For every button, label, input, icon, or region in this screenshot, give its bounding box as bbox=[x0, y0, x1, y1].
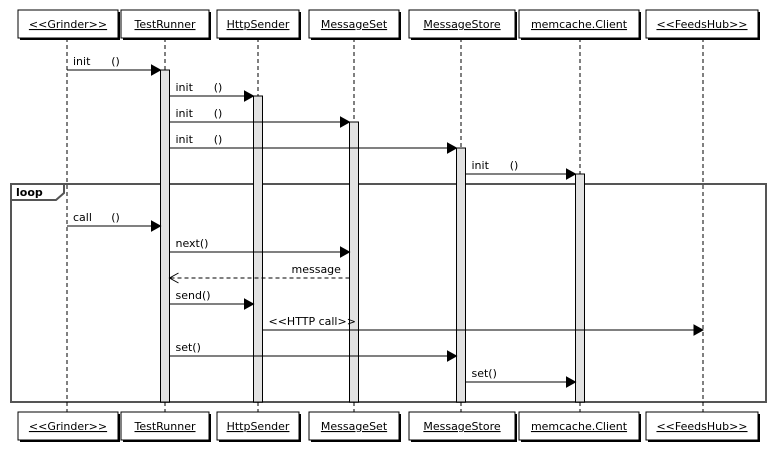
participant-label: MessageStore bbox=[423, 18, 501, 31]
arrow-head bbox=[151, 64, 162, 76]
activation-bars bbox=[160, 69, 585, 403]
message-label: send() bbox=[176, 289, 211, 302]
arrow-head bbox=[447, 350, 458, 362]
message-args: () bbox=[214, 81, 223, 94]
message-label: init bbox=[472, 159, 490, 172]
message-args: () bbox=[214, 133, 223, 146]
participant-bottom-messageset: MessageSet bbox=[308, 411, 401, 442]
message-call: call () bbox=[67, 211, 162, 232]
participant-top-feedshub: <<FeedsHub>> bbox=[645, 9, 760, 40]
participant-label: TestRunner bbox=[133, 420, 195, 433]
message-args: () bbox=[111, 55, 120, 68]
arrow-head bbox=[693, 324, 705, 336]
activation-testrunner bbox=[160, 69, 170, 403]
message-label: call bbox=[73, 211, 92, 224]
activation-messageset bbox=[349, 121, 359, 403]
message-label: set() bbox=[176, 341, 201, 354]
participant-top-memcache-client: memcache.Client bbox=[518, 9, 641, 40]
message-init: init () bbox=[169, 133, 458, 154]
loop-frame bbox=[10, 183, 767, 403]
message-label: init bbox=[176, 133, 194, 146]
participant-bottom-feedshub: <<FeedsHub>> bbox=[645, 411, 760, 442]
arrow-head bbox=[244, 90, 255, 102]
message-args: () bbox=[111, 211, 120, 224]
message-label: message bbox=[292, 263, 342, 276]
participant-bottom-grinder: <<Grinder>> bbox=[17, 411, 120, 442]
message-label: init bbox=[73, 55, 91, 68]
participant-bottom-memcache-client: memcache.Client bbox=[518, 411, 641, 442]
participant-top-grinder: <<Grinder>> bbox=[17, 9, 120, 40]
message-args: () bbox=[214, 107, 223, 120]
loop-fragment: loop bbox=[10, 183, 767, 403]
message-label: set() bbox=[472, 367, 497, 380]
message-label: next() bbox=[176, 237, 209, 250]
participant-label: memcache.Client bbox=[531, 420, 628, 433]
participant-label: MessageSet bbox=[321, 420, 388, 433]
message-label: <<HTTP call>> bbox=[269, 315, 356, 328]
arrow-open-head bbox=[168, 272, 179, 284]
message-message: message bbox=[168, 263, 350, 284]
loop-label: loop bbox=[16, 186, 43, 199]
participant-label: HttpSender bbox=[227, 18, 290, 31]
participant-label: memcache.Client bbox=[531, 18, 628, 31]
participant-top-messageset: MessageSet bbox=[308, 9, 401, 40]
message-init: init () bbox=[465, 159, 577, 180]
message-args: () bbox=[510, 159, 519, 172]
participant-bottom-testrunner: TestRunner bbox=[120, 411, 211, 442]
message-send: send() bbox=[169, 289, 255, 310]
activation-memcache-client bbox=[575, 173, 585, 403]
participant-label: <<Grinder>> bbox=[29, 420, 107, 433]
message-init: init () bbox=[67, 55, 162, 76]
participant-label: <<FeedsHub>> bbox=[656, 420, 747, 433]
participant-top-messagestore: MessageStore bbox=[408, 9, 517, 40]
arrow-head bbox=[566, 376, 577, 388]
arrow-head bbox=[244, 298, 255, 310]
participant-label: <<Grinder>> bbox=[29, 18, 107, 31]
arrow-head bbox=[340, 246, 351, 258]
messages: init () init () init () init () init () call () next… bbox=[67, 55, 705, 388]
participant-label: MessageStore bbox=[423, 420, 501, 433]
participant-bottom-messagestore: MessageStore bbox=[408, 411, 517, 442]
message-http-call: <<HTTP call>> bbox=[262, 315, 705, 336]
message-label: init bbox=[176, 81, 194, 94]
message-set: set() bbox=[169, 341, 458, 362]
message-label: init bbox=[176, 107, 194, 120]
message-init: init () bbox=[169, 107, 351, 128]
loop-tab bbox=[10, 183, 65, 201]
participant-label: <<FeedsHub>> bbox=[656, 18, 747, 31]
activation-httpsender bbox=[253, 95, 263, 403]
arrow-head bbox=[151, 220, 162, 232]
message-init: init () bbox=[169, 81, 255, 102]
message-set: set() bbox=[465, 367, 577, 388]
participant-label: HttpSender bbox=[227, 420, 290, 433]
arrow-head bbox=[340, 116, 351, 128]
participant-label: TestRunner bbox=[133, 18, 195, 31]
participant-top-testrunner: TestRunner bbox=[120, 9, 211, 40]
participant-bottom-httpsender: HttpSender bbox=[216, 411, 301, 442]
activation-messagestore bbox=[456, 147, 466, 403]
arrow-head bbox=[447, 142, 458, 154]
participant-label: MessageSet bbox=[321, 18, 388, 31]
arrow-head bbox=[566, 168, 577, 180]
participant-top-httpsender: HttpSender bbox=[216, 9, 301, 40]
message-next: next() bbox=[169, 237, 351, 258]
